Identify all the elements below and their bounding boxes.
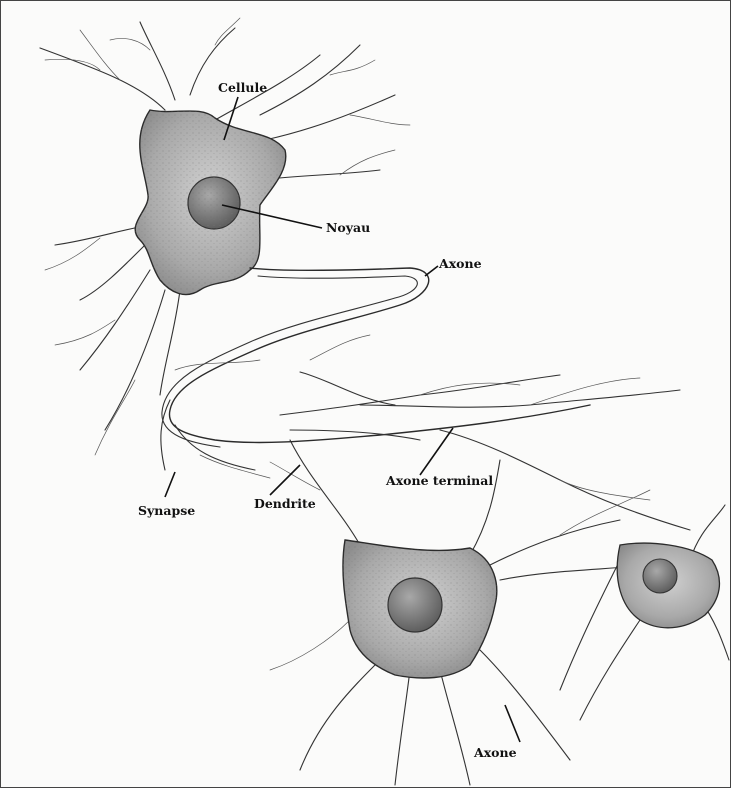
label-cellule: Cellule [218, 80, 267, 95]
axon-path [169, 268, 590, 443]
label-synapse: Synapse [138, 503, 195, 518]
label-noyau: Noyau [326, 220, 370, 235]
bottom-neuron [270, 440, 650, 785]
axon-terminal-branches [161, 335, 690, 530]
label-axone-terminal: Axone terminal [385, 473, 493, 488]
bottom-neuron-nucleus [388, 578, 442, 632]
top-neuron [40, 18, 690, 530]
label-dendrite: Dendrite [254, 496, 316, 511]
label-axone-top: Axone [438, 256, 482, 271]
right-neuron-nucleus [643, 559, 677, 593]
right-neuron [560, 505, 729, 720]
label-axone-bottom: Axone [473, 745, 517, 760]
